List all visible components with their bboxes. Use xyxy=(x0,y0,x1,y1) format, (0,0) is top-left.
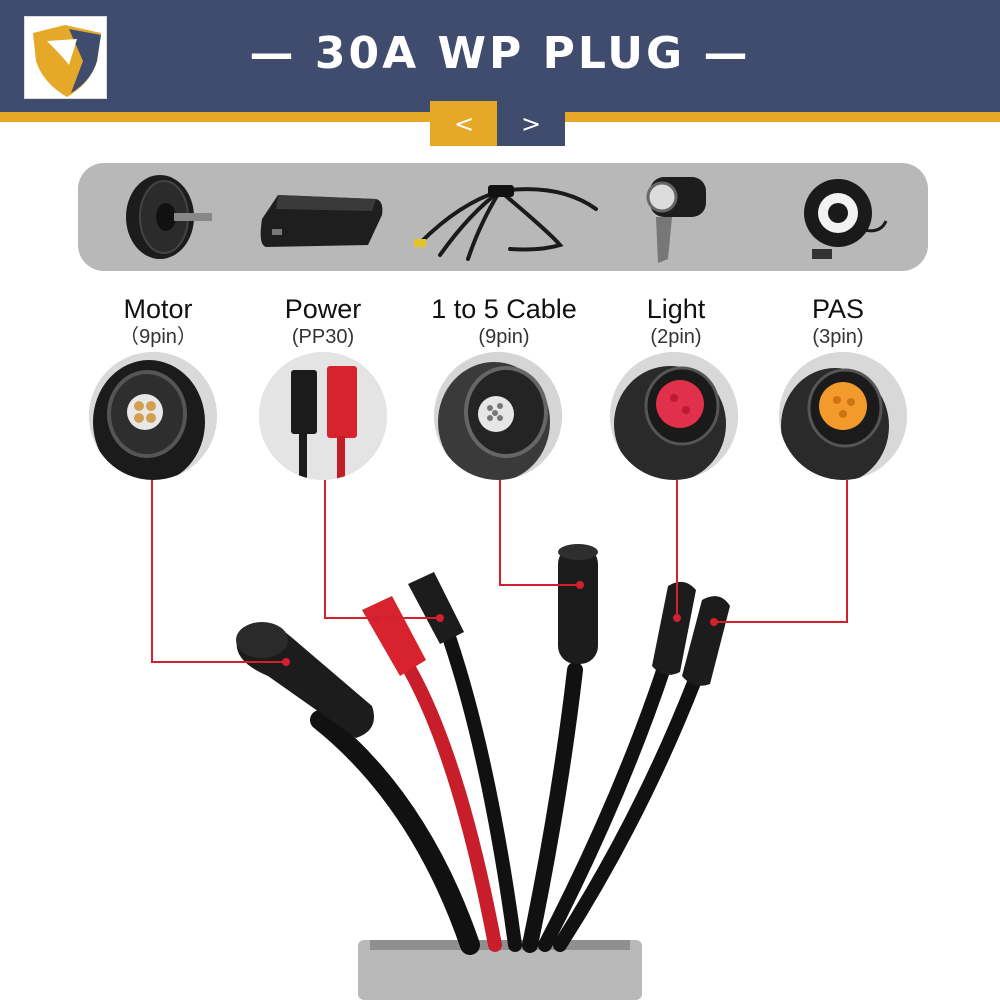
connector-label-pas: PAS (3pin) xyxy=(738,293,938,349)
leader-line-cable xyxy=(499,480,580,586)
next-button[interactable]: > xyxy=(497,101,565,146)
connector-name: Light xyxy=(646,294,706,324)
connector-label-cable: 1 to 5 Cable (9pin) xyxy=(404,293,604,349)
connector-pin: (3pin) xyxy=(812,326,864,348)
leader-dot-motor xyxy=(282,658,290,666)
cable-plug-icon xyxy=(434,352,562,480)
power-plug-icon xyxy=(259,352,387,480)
leader-dot-power-black xyxy=(436,614,444,622)
light-plug-closeup xyxy=(610,352,738,480)
hub-motor-icon xyxy=(126,175,212,259)
power-plug-closeup xyxy=(259,352,387,480)
brand-logo xyxy=(24,16,107,99)
leader-dot-light xyxy=(673,614,681,622)
leader-line-power xyxy=(324,480,440,619)
prev-button[interactable]: < xyxy=(430,101,498,146)
headlight-icon xyxy=(646,177,706,263)
leader-dot-power-red xyxy=(372,614,380,622)
leader-line-motor xyxy=(151,480,286,663)
motor-plug-closeup xyxy=(89,352,217,480)
connector-label-light: Light (2pin) xyxy=(576,293,776,349)
pas-sensor-icon xyxy=(804,179,888,259)
shield-logo-icon xyxy=(33,25,101,97)
light-plug-icon xyxy=(610,352,738,480)
connector-label-motor: Motor （9pin） xyxy=(58,293,258,349)
leader-line-pas xyxy=(714,480,848,623)
cable-connector xyxy=(558,544,598,664)
controller-housing xyxy=(358,940,642,1000)
cable-splitter-icon xyxy=(414,185,598,261)
leader-dot-pas xyxy=(710,618,718,626)
pas-plug-icon xyxy=(779,352,907,480)
connector-name: PAS xyxy=(811,294,865,324)
device-strip xyxy=(78,163,928,271)
connector-pin: (9pin) xyxy=(478,326,530,348)
header-bar xyxy=(0,0,1000,112)
cable-plug-closeup xyxy=(434,352,562,480)
page-title: — 30A WP PLUG — xyxy=(249,28,751,79)
connector-name: Power xyxy=(284,294,362,324)
pas-connector xyxy=(682,596,730,686)
motor-plug-icon xyxy=(89,352,217,480)
pas-plug-closeup xyxy=(779,352,907,480)
leader-dot-cable xyxy=(576,581,584,589)
connector-pin: (2pin) xyxy=(650,326,702,348)
connector-pin: (PP30) xyxy=(291,326,355,348)
connector-label-power: Power (PP30) xyxy=(223,293,423,349)
light-connector xyxy=(652,581,696,675)
connector-name: 1 to 5 Cable xyxy=(431,294,577,324)
cable-sleeves xyxy=(310,633,702,955)
connector-pin: （9pin） xyxy=(119,326,197,348)
battery-icon xyxy=(260,195,383,247)
motor-connector xyxy=(236,622,374,738)
connector-name: Motor xyxy=(123,294,193,324)
